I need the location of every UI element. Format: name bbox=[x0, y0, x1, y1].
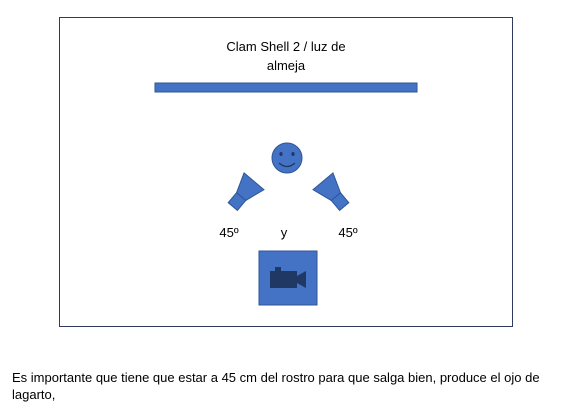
camera-box bbox=[258, 250, 318, 306]
diagram-title-line1: Clam Shell 2 / luz de bbox=[226, 39, 345, 54]
left-light-icon bbox=[227, 172, 265, 212]
center-label: y bbox=[281, 225, 288, 240]
reflector-bar bbox=[154, 82, 418, 93]
smiley-face-icon bbox=[271, 142, 303, 174]
right-light-icon bbox=[312, 172, 350, 212]
explanation-note: Es importante que tiene que estar a 45 c… bbox=[12, 370, 540, 402]
diagram-frame bbox=[59, 17, 513, 327]
left-angle-label: 45º bbox=[219, 225, 238, 240]
video-camera-icon bbox=[270, 267, 306, 288]
diagram-title-line2: almeja bbox=[267, 58, 306, 73]
right-angle-label: 45º bbox=[338, 225, 357, 240]
